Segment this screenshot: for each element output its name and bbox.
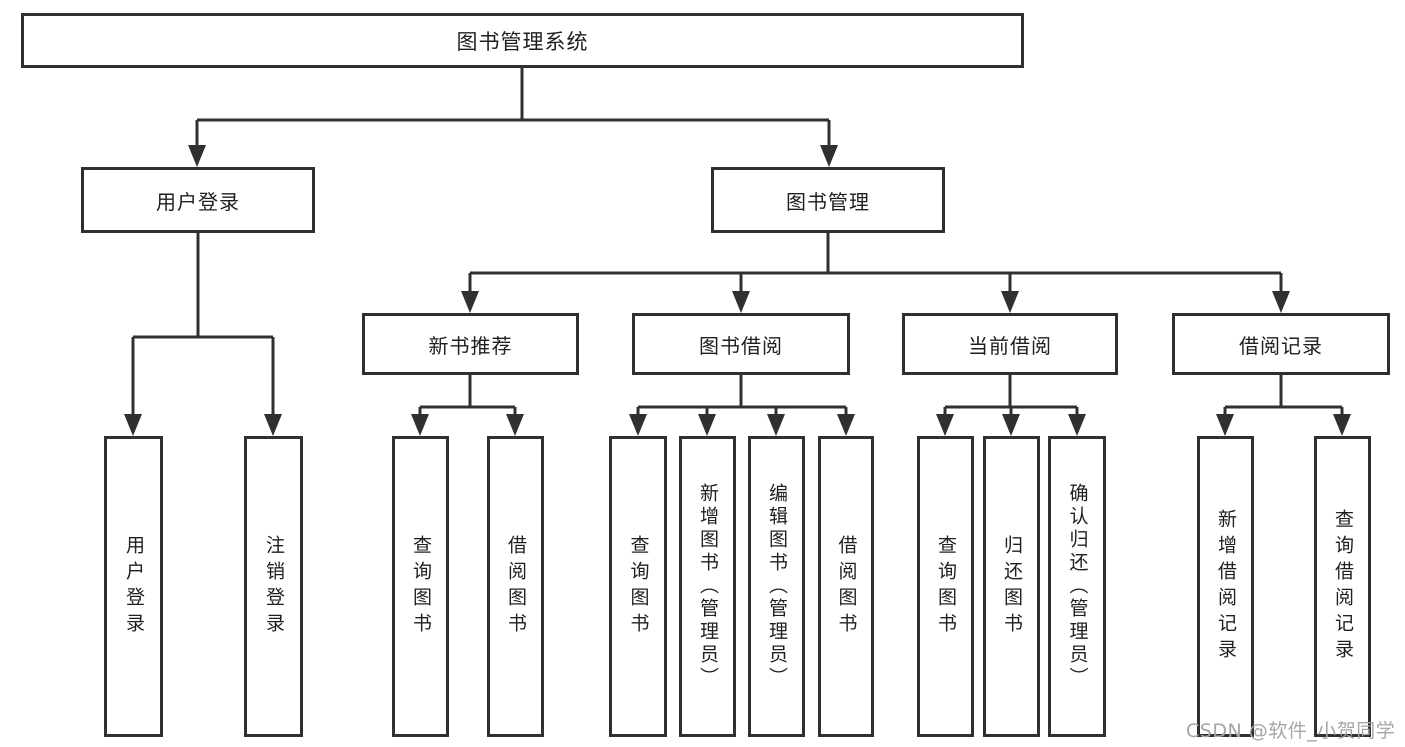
leaf-query-borrow-record: 查询借阅记录	[1314, 436, 1371, 737]
leaf-logout: 注销登录	[244, 436, 303, 737]
leaf-borrow-books: 借阅图书	[818, 436, 874, 737]
leaf-query-books-borrow: 查询图书	[609, 436, 667, 737]
node-borrow-records-label: 借阅记录	[1239, 333, 1323, 358]
node-root-system: 图书管理系统	[21, 13, 1024, 68]
leaf-return-books: 归还图书	[983, 436, 1040, 737]
leaf-user-login: 用户登录	[104, 436, 163, 737]
leaf-borrow-books-recommend: 借阅图书	[487, 436, 544, 737]
arrowheads	[124, 145, 1351, 436]
node-borrow-records: 借阅记录	[1172, 313, 1390, 375]
leaf-query-books-current: 查询图书	[917, 436, 974, 737]
leaf-edit-books-admin: 编辑图书（管理员）	[748, 436, 805, 737]
node-current-borrow-label: 当前借阅	[968, 333, 1052, 358]
leaf-add-borrow-record: 新增借阅记录	[1197, 436, 1254, 737]
leaf-add-books-admin: 新增图书（管理员）	[679, 436, 736, 737]
node-new-book-recommend-label: 新书推荐	[428, 333, 513, 358]
csdn-watermark: CSDN @软件_小贺同学	[1186, 720, 1396, 742]
node-book-borrow-label: 图书借阅	[699, 333, 783, 358]
node-book-management: 图书管理	[711, 167, 945, 233]
node-current-borrow: 当前借阅	[902, 313, 1118, 375]
node-user-login: 用户登录	[81, 167, 315, 233]
node-root-label: 图书管理系统	[456, 29, 589, 54]
leaf-query-books-recommend: 查询图书	[392, 436, 449, 737]
node-new-book-recommend: 新书推荐	[362, 313, 579, 375]
node-book-borrow: 图书借阅	[632, 313, 850, 375]
leaf-confirm-return-admin: 确认归还（管理员）	[1048, 436, 1106, 737]
node-book-management-label: 图书管理	[786, 189, 870, 214]
node-user-login-label: 用户登录	[156, 189, 240, 214]
